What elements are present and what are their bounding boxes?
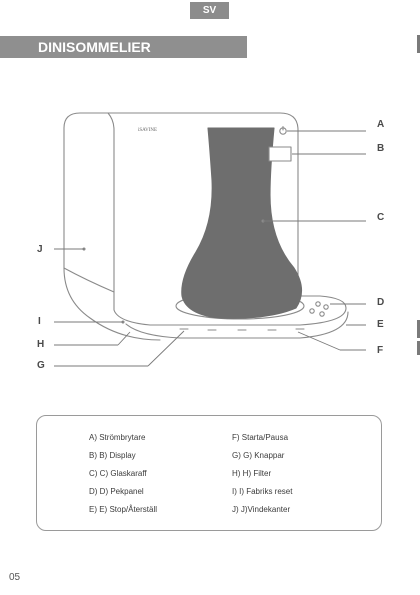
callout-label-b: B [377, 143, 385, 154]
legend-item: C) C) Glaskaraff [89, 469, 147, 478]
touch-buttons [179, 301, 329, 331]
legend-item: J) J)Vindekanter [232, 505, 291, 514]
legend-item: G) G) Knappar [232, 451, 285, 460]
device-body-outline [63, 112, 109, 269]
callout-label-h: H [37, 339, 45, 350]
page-edge-tab [417, 320, 420, 338]
display-screen [268, 146, 292, 162]
glass-carafe [181, 127, 303, 319]
callout-label-f: F [377, 345, 384, 356]
legend-item: F) Starta/Pausa [232, 433, 289, 442]
page-number: 05 [9, 572, 21, 583]
legend-box [36, 415, 382, 531]
device-housing [107, 112, 299, 299]
page-edge-tab [417, 35, 420, 53]
base-platform [113, 291, 347, 326]
callout-label-j: J [37, 244, 43, 255]
base-front-edge [125, 311, 349, 339]
callout-label-d: D [377, 297, 385, 308]
page-edge-tab [417, 341, 420, 355]
legend-item: E) E) Stop/Återställ [89, 505, 158, 514]
callout-label-e: E [377, 319, 384, 330]
legend-item: I) I) Fabriks reset [232, 487, 293, 496]
language-badge: SV [190, 2, 229, 19]
legend-item: H) H) Filter [232, 469, 272, 478]
legend-item: D) D) Pekpanel [89, 487, 144, 496]
brand-logo: iSAVINE [138, 128, 157, 133]
callout-label-g: G [37, 360, 45, 371]
callout-label-c: C [377, 212, 385, 223]
callout-label-i: I [38, 316, 41, 327]
section-title: DINISOMMELIER [0, 36, 247, 58]
legend-item: A) Strömbrytare [89, 433, 146, 442]
device-housing-side [107, 112, 115, 293]
legend-item: B) B) Display [89, 451, 136, 460]
device-left-front [63, 267, 161, 341]
callout-label-a: A [377, 119, 385, 130]
